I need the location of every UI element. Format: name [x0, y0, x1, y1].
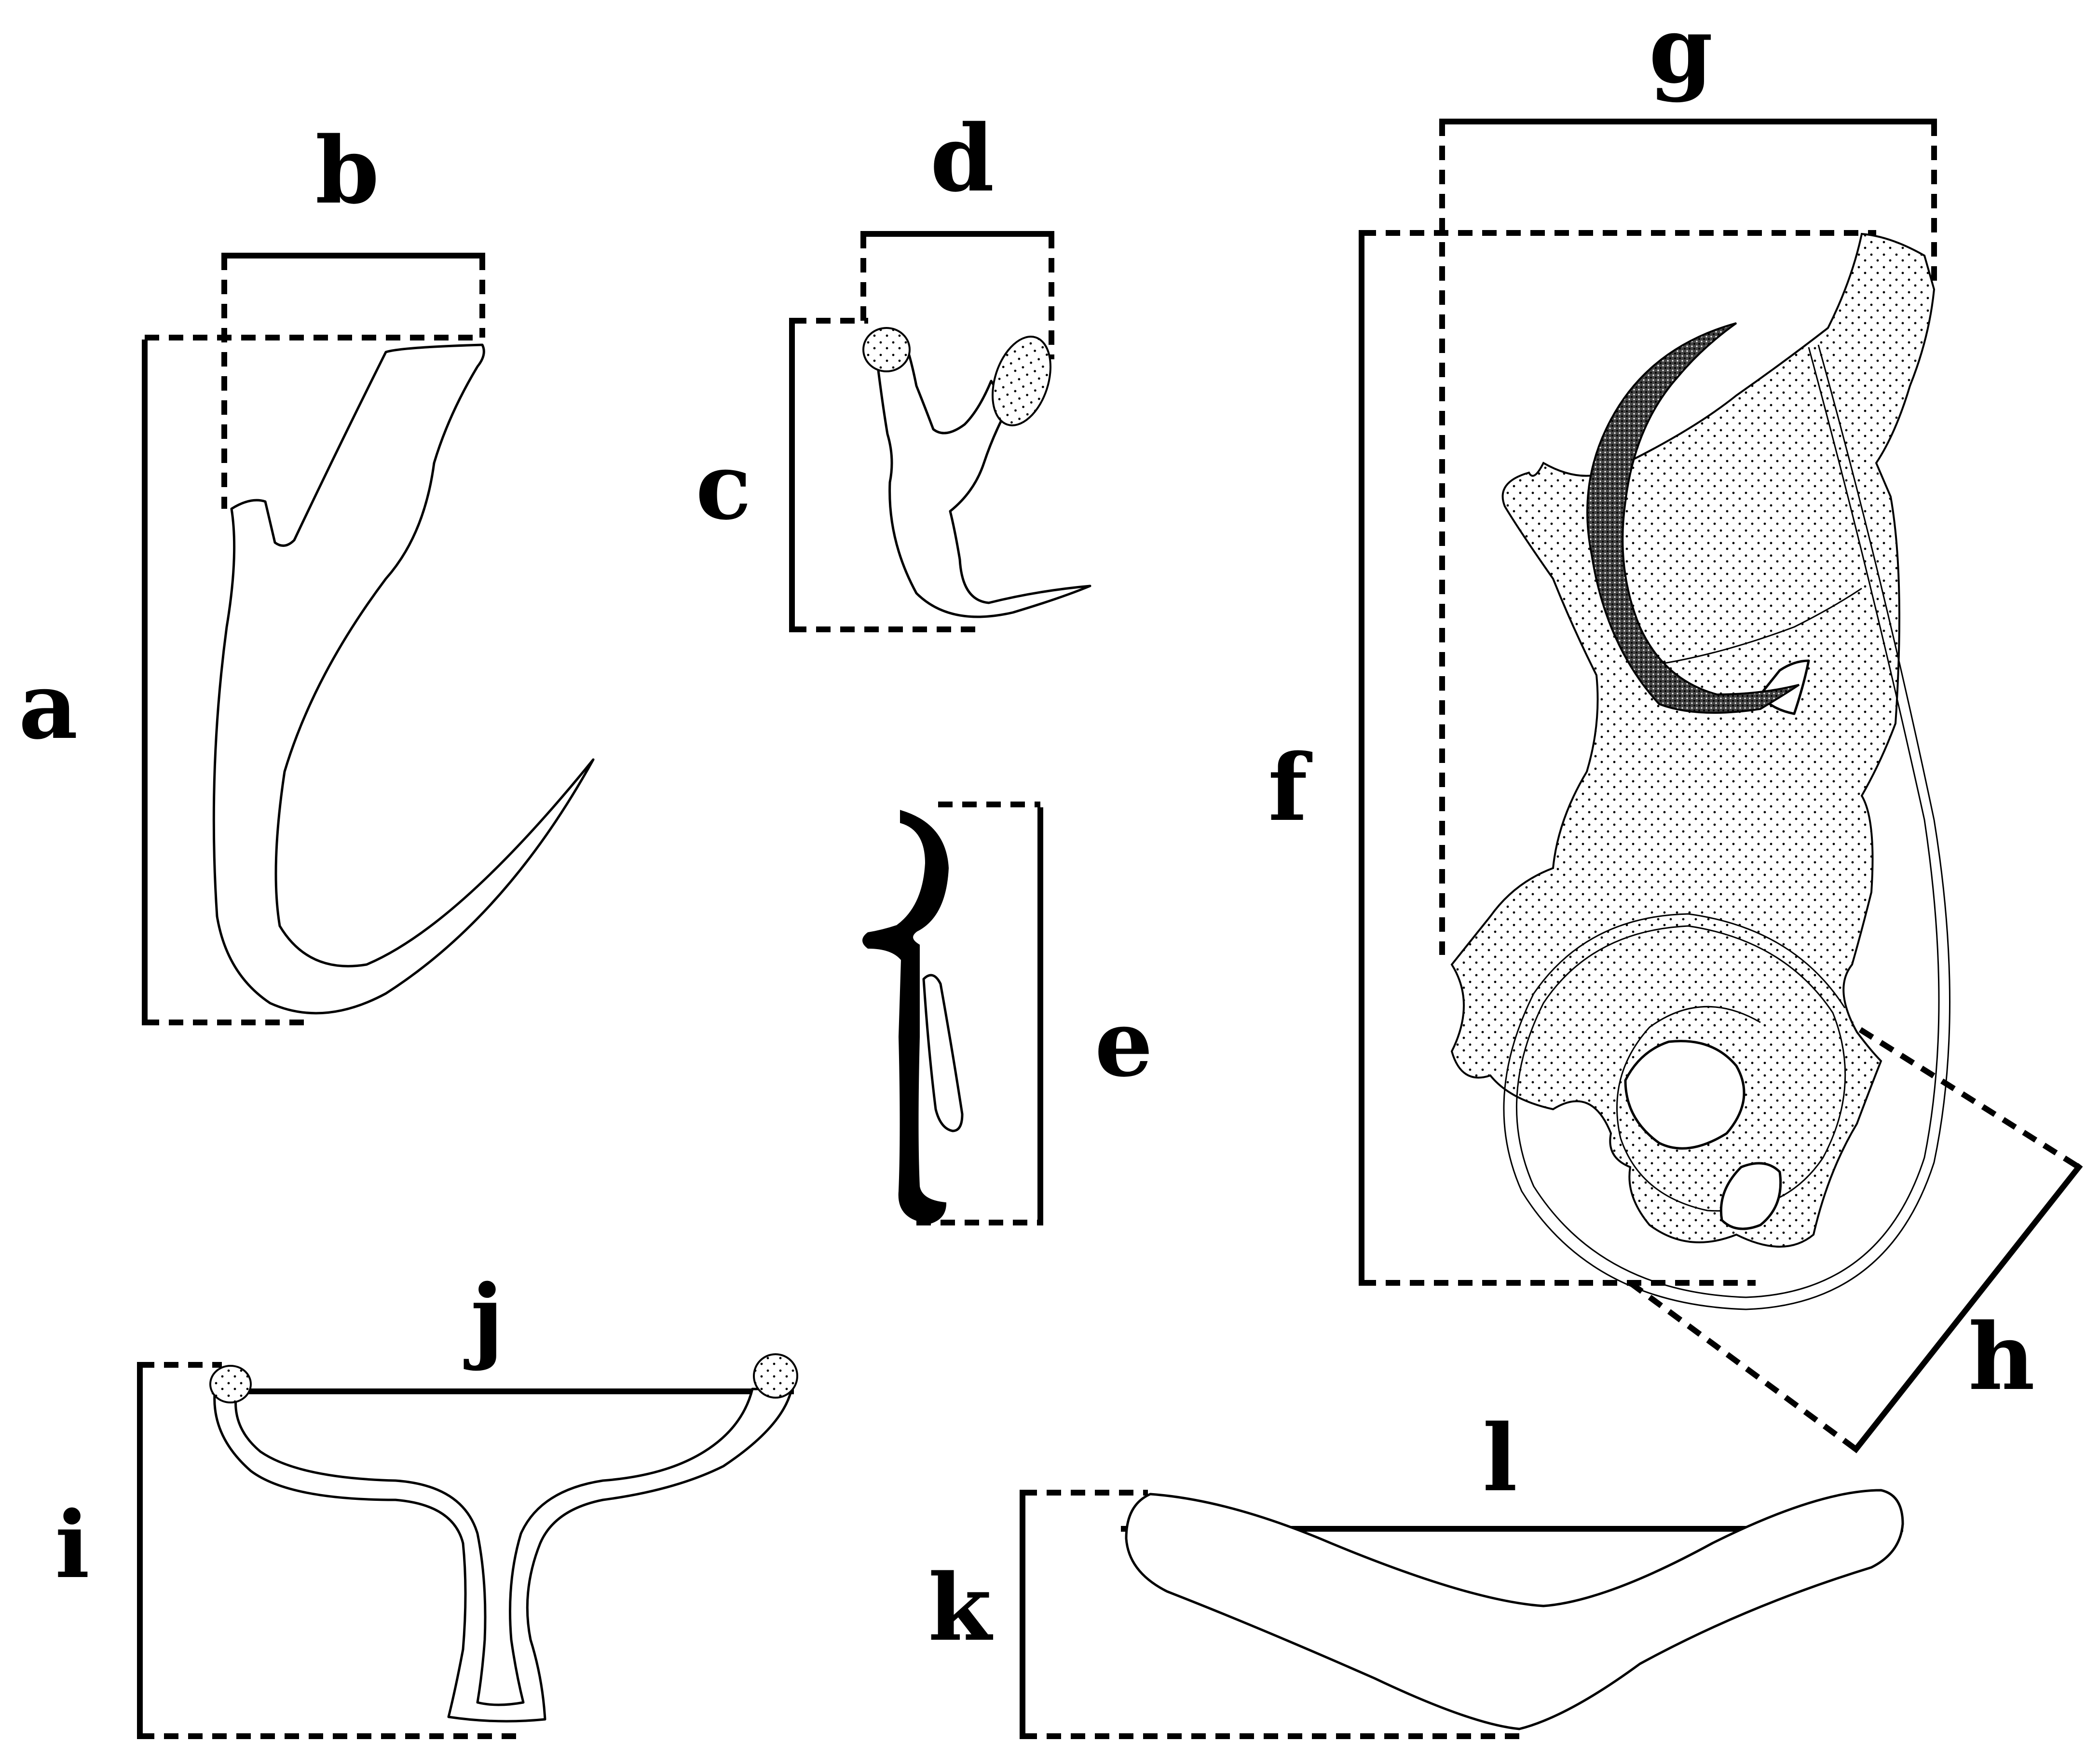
- bar-i-figure: i j: [55, 1265, 798, 1739]
- label-l: l: [1483, 1404, 1517, 1512]
- label-a: a: [18, 652, 78, 760]
- measure-e-guides: [916, 802, 1040, 1225]
- measure-f-guides: [1362, 230, 1876, 1286]
- rod-e-figure: e: [862, 802, 1153, 1225]
- label-g: g: [1649, 0, 1713, 104]
- label-h: h: [1968, 1303, 2035, 1411]
- measure-h-bar: [1852, 1163, 2083, 1454]
- hook-c-figure: c d: [695, 105, 1091, 632]
- measure-b-guides: [221, 256, 485, 509]
- label-j: j: [464, 1265, 504, 1372]
- bar-k-figure: k l: [928, 1404, 1904, 1739]
- bar-i-left-tip: [209, 1365, 252, 1403]
- hook-c-left-tip: [862, 327, 911, 372]
- label-k: k: [928, 1554, 993, 1661]
- hook-a-figure: a b: [18, 117, 595, 1025]
- organ-f-body: [1450, 232, 1936, 1248]
- organ-f-coil: [1503, 344, 1950, 1310]
- rod-e-shaft: [862, 810, 949, 1224]
- label-i: i: [55, 1491, 90, 1599]
- label-d: d: [930, 105, 995, 212]
- measure-a-guides: [145, 335, 482, 1025]
- hook-c-right-knob: [992, 336, 1051, 426]
- rod-e-membrane: [922, 974, 964, 1132]
- measure-d-guides: [860, 234, 1054, 359]
- bar-k-outline: [1125, 1489, 1904, 1730]
- label-f: f: [1268, 734, 1312, 842]
- label-e: e: [1095, 990, 1153, 1097]
- organ-f-inner-line: [1649, 587, 1862, 667]
- organ-f-figure: f g h: [1268, 0, 2083, 1454]
- hook-a-outline: [212, 343, 595, 1015]
- label-b: b: [315, 117, 380, 224]
- measure-g-guides: [1439, 122, 1937, 955]
- bar-i-outline: [213, 1388, 792, 1723]
- bar-i-right-tip: [753, 1353, 798, 1399]
- hook-c-outline: [876, 346, 1091, 618]
- organ-f-dark-crescent: [1586, 322, 1800, 714]
- label-c: c: [695, 433, 751, 540]
- measure-k-guides: [1023, 1490, 1519, 1739]
- measure-i-guides: [140, 1362, 521, 1739]
- measure-c-guides: [792, 318, 982, 632]
